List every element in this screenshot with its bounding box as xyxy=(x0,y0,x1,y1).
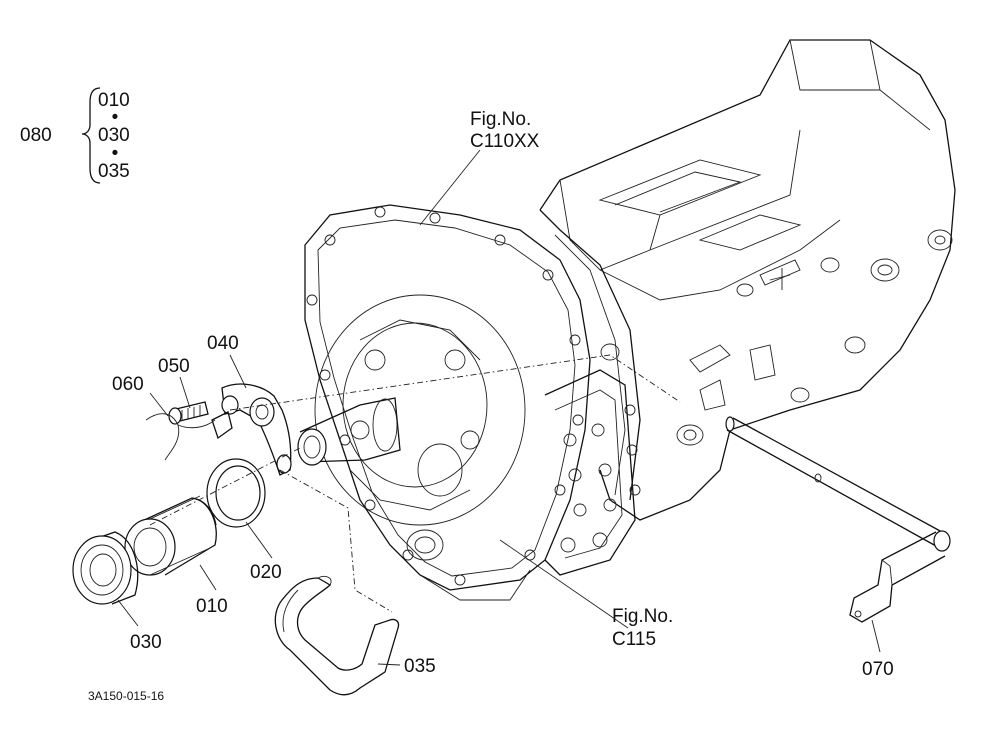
assembly-separator-2: • xyxy=(112,143,119,164)
leader-lines xyxy=(117,149,881,666)
ref-fig-c110xx-line2: C110XX xyxy=(470,131,540,152)
transmission-housing xyxy=(297,39,956,601)
assembly-separator-1: • xyxy=(112,107,119,128)
part-label-035: 035 xyxy=(404,656,436,677)
ref-fig-c115-line2: C115 xyxy=(612,629,656,650)
release-fork-part-040 xyxy=(211,383,292,476)
release-bearing-part-030 xyxy=(72,531,139,605)
part-label-070: 070 xyxy=(862,659,894,680)
part-label-020: 020 xyxy=(250,562,282,583)
ref-fig-c115-line1: Fig.No. xyxy=(612,606,673,627)
ref-fig-c110xx-line1: Fig.No. xyxy=(470,109,531,130)
assembly-code: 080 xyxy=(20,125,52,146)
set-bolt-part-050 xyxy=(168,401,209,425)
part-label-050: 050 xyxy=(158,356,190,377)
assembly-member-010: 010 xyxy=(98,90,130,111)
lock-wire-part-060 xyxy=(145,413,216,461)
part-label-010: 010 xyxy=(196,596,228,617)
part-label-060: 060 xyxy=(112,374,144,395)
spring-clip-part-035 xyxy=(274,575,400,696)
release-shaft-part-070 xyxy=(725,416,951,623)
release-hub-part-010 xyxy=(124,495,217,576)
assembly-center-lines xyxy=(149,354,681,613)
part-label-030: 030 xyxy=(130,632,162,653)
snap-ring-part-020 xyxy=(206,458,266,528)
assembly-member-035: 035 xyxy=(98,161,130,182)
drawing-number: 3A150-015-16 xyxy=(88,689,164,703)
assembly-bracket xyxy=(81,87,101,184)
part-label-040: 040 xyxy=(207,333,239,354)
assembly-member-030: 030 xyxy=(98,125,130,146)
